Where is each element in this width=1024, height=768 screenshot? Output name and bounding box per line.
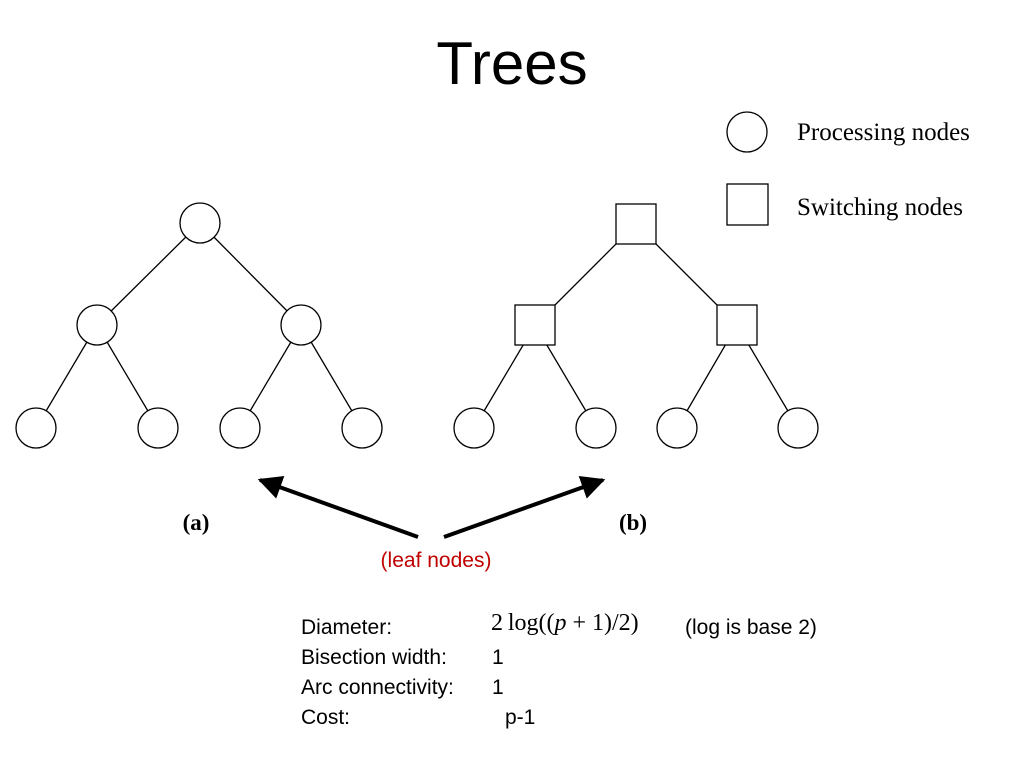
tree-b-leaf-node xyxy=(575,407,617,449)
tree-a-edge xyxy=(96,222,201,326)
tree-a-leaf-node xyxy=(15,407,57,449)
panel-a-label: (a) xyxy=(183,510,210,535)
cost-value: p-1 xyxy=(505,706,536,729)
bisection-label: Bisection width: xyxy=(301,646,447,669)
tree-a-root-node xyxy=(179,202,221,244)
legend-processing-node-symbol xyxy=(726,111,768,153)
tree-b-leaf-node xyxy=(656,407,698,449)
tree-a-leaf-node xyxy=(341,407,383,449)
tree-b-nodes xyxy=(453,203,819,449)
tree-b-internal-switch xyxy=(716,304,758,346)
tree-a-internal-node xyxy=(280,304,322,346)
legend-switching-node-symbol xyxy=(726,183,769,226)
page-title: Trees xyxy=(436,30,588,97)
diameter-note: (log is base 2) xyxy=(685,616,817,639)
tree-b-internal-switch xyxy=(514,304,556,346)
panel-b-label: (b) xyxy=(619,510,647,535)
tree-b-leaf-node xyxy=(453,407,495,449)
legend-switching-label: Switching nodes xyxy=(797,194,963,221)
formula-function: log xyxy=(507,610,539,636)
bisection-value: 1 xyxy=(492,646,504,669)
formula-variable: p xyxy=(554,610,567,636)
arrow-to-tree-b-leaves xyxy=(443,475,606,539)
diameter-label: Diameter: xyxy=(301,616,393,639)
formula-coefficient: 2 xyxy=(491,610,503,636)
tree-b-leaf-node xyxy=(777,407,819,449)
tree-b-root-switch xyxy=(615,203,657,245)
arc-value: 1 xyxy=(492,676,504,699)
formula-open: (( xyxy=(538,610,555,636)
arrow-to-tree-a-leaves xyxy=(257,476,419,539)
arc-label: Arc connectivity: xyxy=(301,676,454,699)
formula-rest: + 1)/2) xyxy=(566,610,639,636)
tree-a-nodes xyxy=(15,202,383,449)
cost-label: Cost: xyxy=(301,706,351,729)
diameter-formula: 2 log((p + 1)/2) xyxy=(491,608,639,638)
legend-processing-label: Processing nodes xyxy=(797,119,970,146)
tree-a-edge xyxy=(199,222,302,326)
tree-a-internal-node xyxy=(76,304,118,346)
tree-a-leaf-node xyxy=(137,407,179,449)
tree-a-leaf-node xyxy=(219,407,261,449)
leaf-nodes-label: (leaf nodes) xyxy=(381,549,492,572)
